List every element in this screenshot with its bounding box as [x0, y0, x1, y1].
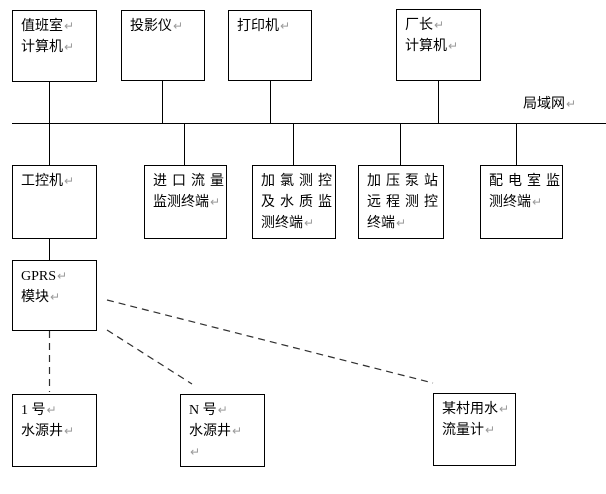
paragraph-mark-icon: ↵ — [448, 39, 459, 53]
box-director-computer: 厂长↵ 计算机↵ — [396, 9, 481, 81]
box-label: 水源井 — [21, 424, 63, 439]
box-village-flow-meter: 某村用水↵ 流量计↵ — [433, 393, 516, 466]
box-label: GPRS — [21, 269, 57, 284]
box-label: 值班室 — [21, 19, 63, 34]
box-label: 水源井 — [189, 424, 231, 439]
box-label: 加压泵站 — [367, 174, 443, 189]
paragraph-mark-icon: ↵ — [64, 424, 75, 438]
box-printer: 打印机↵ — [228, 10, 312, 81]
paragraph-mark-icon: ↵ — [499, 402, 510, 416]
box-industrial-computer: 工控机↵ — [12, 165, 97, 239]
paragraph-mark-icon: ↵ — [50, 290, 61, 304]
box-label: 投影仪 — [130, 19, 172, 34]
paragraph-mark-icon: ↵ — [173, 19, 184, 33]
box-well-1: 1 号↵ 水源井↵ — [12, 394, 97, 467]
paragraph-mark-icon: ↵ — [485, 423, 496, 437]
paragraph-mark-icon: ↵ — [64, 174, 75, 188]
box-label: 打印机 — [237, 19, 279, 34]
box-power-distribution-room-terminal: 配电室监 测终端↵ — [480, 165, 563, 239]
paragraph-mark-icon: ↵ — [434, 18, 445, 32]
box-label: 工控机 — [21, 174, 63, 189]
box-label: 终端 — [367, 216, 395, 231]
box-label: 进口流量 — [153, 174, 229, 189]
paragraph-mark-icon: ↵ — [532, 195, 543, 209]
paragraph-mark-icon: ↵ — [232, 424, 243, 438]
lan-label: 局域网↵ — [523, 95, 576, 114]
box-label: 1 号 — [21, 403, 46, 418]
box-label: 配电室监 — [489, 174, 565, 189]
box-label: 及水质监 — [261, 195, 337, 210]
box-projector: 投影仪↵ — [121, 10, 205, 81]
box-inlet-flow-monitoring-terminal: 进口流量 监测终端↵ — [144, 165, 227, 239]
box-label: 某村用水 — [442, 402, 498, 417]
box-label: 流量计 — [442, 423, 484, 438]
paragraph-mark-icon: ↵ — [396, 216, 407, 230]
paragraph-mark-icon: ↵ — [57, 269, 68, 283]
paragraph-mark-icon: ↵ — [190, 445, 201, 459]
lan-label-text: 局域网 — [523, 97, 565, 112]
wireless-link-gprs-to-village-meter — [106, 299, 434, 384]
box-chlorination-water-quality-terminal: 加氯测控 及水质监 测终端↵ — [252, 165, 336, 239]
paragraph-mark-icon: ↵ — [566, 97, 577, 111]
box-label: 测终端 — [489, 195, 531, 210]
box-label: 远程测控 — [367, 195, 443, 210]
box-well-n: N 号↵ 水源井↵ ↵ — [180, 394, 265, 467]
box-label: 计算机 — [405, 39, 447, 54]
paragraph-mark-icon: ↵ — [304, 216, 315, 230]
box-label: N 号 — [189, 403, 217, 418]
wireless-link-gprs-to-well-n — [106, 329, 193, 385]
paragraph-mark-icon: ↵ — [210, 195, 221, 209]
box-label: 加氯测控 — [261, 174, 337, 189]
paragraph-mark-icon: ↵ — [64, 19, 75, 33]
box-label: 模块 — [21, 290, 49, 305]
paragraph-mark-icon: ↵ — [217, 403, 228, 417]
box-duty-room-computer: 值班室↵ 计算机↵ — [12, 10, 97, 82]
box-pump-station-remote-terminal: 加压泵站 远程测控 终端↵ — [358, 165, 444, 239]
paragraph-mark-icon: ↵ — [64, 40, 75, 54]
paragraph-mark-icon: ↵ — [46, 403, 57, 417]
paragraph-mark-icon: ↵ — [280, 19, 291, 33]
box-label: 计算机 — [21, 40, 63, 55]
box-label: 厂长 — [405, 18, 433, 33]
box-label: 测终端 — [261, 216, 303, 231]
box-label: 监测终端 — [153, 195, 209, 210]
box-gprs-module: GPRS↵ 模块↵ — [12, 260, 97, 331]
